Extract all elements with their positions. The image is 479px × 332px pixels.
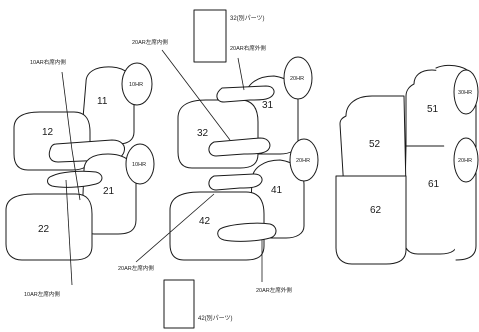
label-10ar-right-inner: 10AR右席内側: [30, 58, 66, 66]
label-20ar-left-inner: 20AR左席内側: [132, 38, 168, 46]
headrest-20hr-upper: [283, 56, 313, 100]
seat-number-21: 21: [103, 186, 115, 197]
label-10ar-left-inner: 10AR左席内側: [24, 290, 60, 298]
headrest-10hr-lower: [125, 143, 155, 185]
headrest-label-2: 10HR: [132, 162, 146, 168]
seat-number-51: 51: [427, 104, 439, 115]
seat-number-61: 61: [428, 179, 440, 190]
row3-bench-group: [335, 64, 479, 265]
headrest-label-1: 10HR: [129, 82, 143, 88]
headrest-label-5: 30HR: [458, 90, 472, 96]
seat-number-41: 41: [271, 185, 283, 196]
row1-seat-group: [5, 62, 155, 286]
part-42-box: [163, 279, 195, 329]
row2-seat-group: [135, 9, 319, 329]
seat-number-31: 31: [262, 100, 274, 111]
headrest-20hr-lower: [289, 138, 319, 182]
label-20ar-right-outer: 20AR右席外側: [230, 44, 266, 52]
headrest-label-4: 20HR: [296, 158, 310, 164]
part-label-32: 32(別パーツ): [230, 14, 265, 22]
seat-number-11: 11: [97, 96, 108, 107]
seat-number-12: 12: [42, 127, 54, 138]
headrest-label-6: 20HR: [458, 158, 472, 164]
seat-number-52: 52: [369, 139, 381, 150]
seat-number-32: 32: [197, 128, 209, 139]
seat-number-42: 42: [199, 216, 211, 227]
headrest-label-3: 20HR: [290, 76, 304, 82]
headrest-10hr-upper: [121, 62, 153, 106]
label-20ar-left-inner-lower: 20AR左席内側: [118, 264, 154, 272]
seat-number-62: 62: [370, 205, 382, 216]
label-20ar-left-outer: 20AR左席外側: [256, 286, 292, 294]
headrest-20hr-bench: [453, 137, 479, 183]
part-label-42: 42(別パーツ): [198, 314, 233, 322]
headrest-30hr: [453, 69, 479, 115]
seat-number-22: 22: [38, 224, 50, 235]
part-32-box: [193, 9, 227, 63]
